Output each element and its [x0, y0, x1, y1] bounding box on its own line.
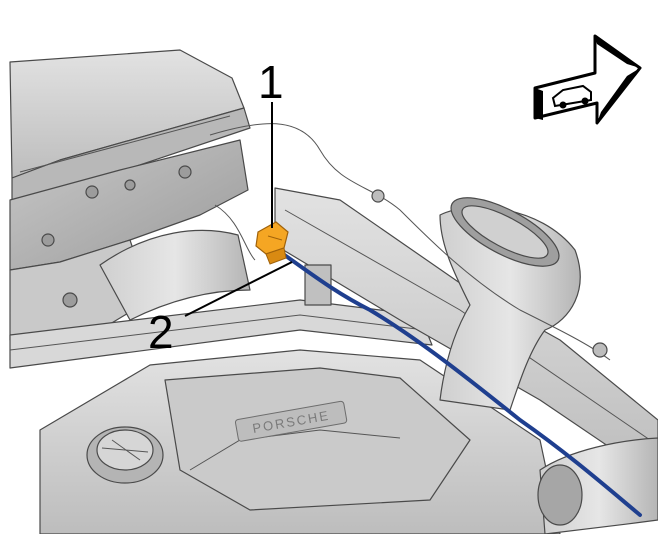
cable-routing: [209, 123, 611, 361]
lower-right-duct: [537, 437, 658, 534]
left-bracket-assembly: [9, 139, 249, 341]
vehicle-front-direction-icon: [533, 34, 642, 125]
engine-cover: PORSCHE: [39, 349, 561, 534]
wiring-harness: [268, 243, 642, 517]
intake-pipe: [99, 229, 251, 321]
air-intake-duct: [439, 197, 581, 411]
callout-2-label: 2: [148, 306, 174, 358]
callout-leaders: [184, 102, 293, 317]
callout-2-leader: [184, 261, 293, 317]
car-silhouette-icon: [551, 84, 592, 109]
strut-brace: [9, 299, 433, 369]
air-filter-housing: [9, 49, 251, 206]
highlighted-connector: [255, 221, 289, 265]
callout-1-label: 1: [258, 56, 284, 108]
oil-filler-cap: [86, 426, 164, 484]
